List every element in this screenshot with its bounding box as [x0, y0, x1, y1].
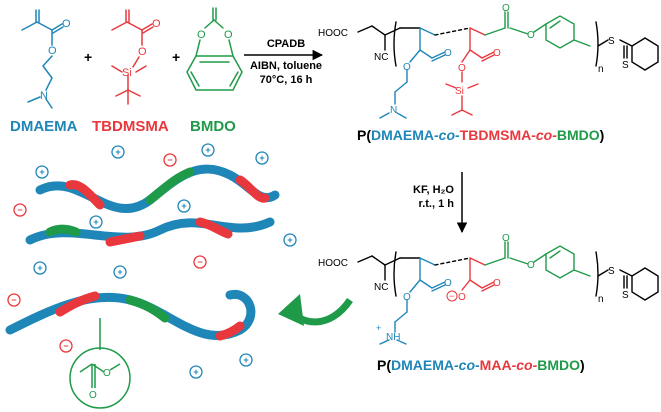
tbdmsma-carbonyl-o: O [152, 18, 161, 30]
charge-plus: + [287, 235, 292, 245]
polymer2-name: P(DMAEMA-co-MAA-co-BMDO) [377, 357, 585, 373]
polymer1-nc: NC [374, 52, 388, 63]
monomer-label-tbdmsma: TBDMSMA [92, 118, 169, 135]
polymer2-m3: BMDO [537, 357, 581, 373]
charge-plus: + [243, 355, 248, 365]
polymer1-co1: -co- [434, 127, 460, 143]
ester-o1: O [103, 368, 111, 379]
charge-minus: − [197, 257, 202, 267]
polymer1-s2: S [622, 60, 629, 71]
polymer2-bmdo-o2: O [527, 260, 535, 271]
reaction1-conditions-2: 70°C, 16 h [259, 74, 313, 86]
reaction1-conditions-1: AIBN, toluene [249, 60, 323, 72]
dmaema-ester-o: O [48, 45, 57, 57]
plus-sign-1: + [84, 49, 92, 65]
tbdmsma-si: Si [122, 67, 132, 79]
ester-o2: O [89, 390, 97, 401]
polymer1-dmaema-o2: O [403, 62, 411, 73]
polymer2-bmdo-o1: O [502, 233, 510, 244]
polymer2-nc: NC [374, 282, 388, 293]
polymer1-m1: DMAEMA [371, 127, 434, 143]
charge-minus: − [167, 155, 172, 165]
polymer2-s2: S [622, 290, 629, 301]
polymer1-s1: S [608, 36, 615, 47]
charge-plus: + [193, 367, 198, 377]
dmaema-carbonyl-o: O [62, 18, 71, 30]
polymer2-nh: NH [386, 332, 400, 343]
polymer2-m1: DMAEMA [391, 357, 454, 373]
tbdmsma-ester-o: O [138, 46, 147, 58]
polymer1-bmdo-o2: O [527, 30, 535, 41]
polymer1-prefix: P( [357, 127, 371, 143]
polymer2-prefix: P( [377, 357, 391, 373]
tbdmsma-structure [111, 9, 154, 105]
polymer2-structure [357, 241, 659, 345]
reaction2-conditions-2: r.t., 1 h [418, 198, 454, 210]
polymer2-maa-o1: O [493, 278, 501, 289]
charge-minus: − [17, 205, 22, 215]
polymer1-suffix: ) [599, 127, 605, 143]
bmdo-o-left: O [197, 29, 206, 41]
bmdo-structure [186, 7, 243, 91]
polymer1-dmaema-n: N [390, 105, 397, 116]
polymer1-co2: -co- [531, 127, 557, 143]
polymer1-bmdo-o1: O [502, 3, 510, 14]
polymer1-m2: TBDMSMA [459, 127, 532, 143]
ester-group-icon [69, 318, 131, 409]
curved-arrow-head [278, 294, 304, 326]
monomer-label-bmdo: BMDO [190, 118, 236, 135]
charge-plus: + [205, 145, 210, 155]
charge-plus: + [181, 201, 186, 211]
polymer2-s1: S [608, 266, 615, 277]
polymer1-structure [357, 11, 659, 119]
plus-sign-2: + [172, 49, 180, 65]
monomer-label-dmaema: DMAEMA [10, 118, 78, 135]
polymer2-n-sub: n [598, 294, 604, 305]
polymer2-nh-charge: + [376, 323, 381, 333]
charge-plus: + [37, 263, 42, 273]
polymer1-name: P(DMAEMA-co-TBDMSMA-co-BMDO) [357, 127, 604, 143]
polymer1-hooc: HOOC [318, 28, 348, 39]
polymer2-maa-charge: − [449, 291, 454, 301]
polymer1-n-sub: n [598, 64, 604, 75]
polymer1-tbdmsma-o1: O [493, 48, 501, 59]
polymer2-suffix: ) [580, 357, 585, 373]
polymer2-hooc: HOOC [318, 258, 348, 269]
polymer2-maa-o2: O [458, 292, 466, 303]
dmaema-structure [21, 9, 64, 109]
polymer1-m3: BMDO [556, 127, 600, 143]
polymer2-dmaema-o2: O [403, 292, 411, 303]
polyelectrolyte-chain-icon [5, 164, 280, 341]
polymer1-dmaema-o1: O [444, 48, 452, 59]
polymer1-tbdmsma-si: Si [455, 86, 464, 97]
bmdo-o-right: O [224, 29, 233, 41]
polymer2-co1: -co- [454, 357, 480, 373]
charge-minus: − [63, 341, 68, 351]
polymer2-co2: -co- [511, 357, 538, 373]
charge-plus: + [115, 147, 120, 157]
charge-plus: + [259, 153, 264, 163]
dmaema-n: N [40, 90, 48, 102]
charge-plus: + [93, 217, 98, 227]
reaction2-conditions-1: KF, H₂O [413, 184, 454, 196]
charge-plus: + [39, 167, 44, 177]
charge-plus: + [117, 267, 122, 277]
charge-icons [7, 143, 297, 379]
polymer2-m2: MAA [479, 357, 512, 373]
charge-minus: − [11, 295, 16, 305]
polymer2-dmaema-o1: O [444, 278, 452, 289]
polymer1-tbdmsma-o2: O [458, 63, 466, 74]
reaction1-reagent: CPADB [266, 38, 306, 50]
